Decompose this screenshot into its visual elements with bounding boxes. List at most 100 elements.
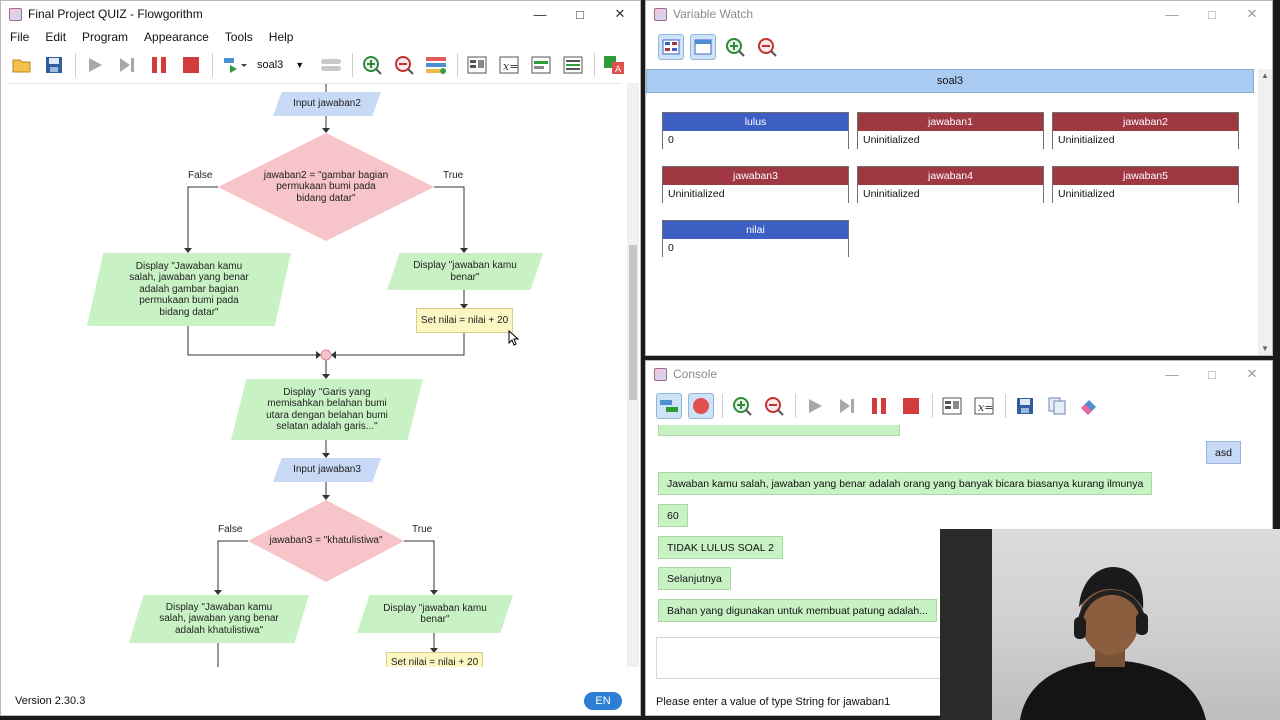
display-right-answer-3[interactable]: Display "jawaban kamu benar": [357, 595, 513, 633]
close-icon[interactable]: ✕: [1246, 6, 1258, 21]
zoom-in-icon[interactable]: [359, 52, 385, 78]
maximize-icon[interactable]: □: [576, 6, 584, 22]
decision-jawaban2-text: jawaban2 = "gambar bagian permukaan bumi…: [263, 169, 389, 204]
toolbar-separator: [795, 394, 796, 418]
stop-icon[interactable]: [178, 52, 204, 78]
main-window: Final Project QUIZ - Flowgorithm — □ ✕ F…: [0, 0, 641, 716]
watch-detail-view-icon[interactable]: [658, 34, 684, 60]
language-badge[interactable]: EN: [584, 692, 622, 710]
scroll-up-icon[interactable]: ▲: [1261, 71, 1269, 80]
step-icon[interactable]: [834, 393, 860, 419]
false-label: False: [218, 524, 243, 535]
display-wrong-answer-3-text: Display "Jawaban kamu salah, jawaban yan…: [159, 601, 279, 636]
stop-icon[interactable]: [898, 393, 924, 419]
menu-edit[interactable]: Edit: [45, 30, 67, 44]
function-select[interactable]: soal3: [257, 59, 284, 71]
input-jawaban2[interactable]: Input jawaban2: [273, 92, 381, 116]
true-label: True: [443, 170, 464, 181]
menu-file[interactable]: File: [10, 30, 30, 44]
minimize-icon[interactable]: —: [533, 6, 547, 22]
main-toolbar: soal3 ▼ x= A: [1, 47, 640, 83]
decision-jawaban3-text: jawaban3 = "khatulistiwa": [269, 535, 383, 547]
close-icon[interactable]: ✕: [614, 6, 626, 21]
version-label: Version 2.30.3: [15, 695, 86, 707]
variable-value: Uninitialized: [1053, 185, 1238, 203]
flowchart-canvas[interactable]: Input jawaban2 jawaban2 = "gambar bagian…: [7, 83, 621, 667]
menu-help[interactable]: Help: [268, 30, 294, 44]
save-icon[interactable]: [41, 52, 67, 78]
variable-name: jawaban3: [663, 167, 848, 185]
display-right-answer-2[interactable]: Display "jawaban kamu benar": [387, 253, 543, 290]
variable-x-icon[interactable]: x=: [971, 393, 997, 419]
svg-text:x=: x=: [978, 401, 993, 414]
zoom-in-icon[interactable]: [729, 393, 755, 419]
set-nilai-2[interactable]: Set nilai = nilai + 20: [416, 308, 513, 333]
flowgorithm-app-icon: [654, 367, 667, 381]
eraser-icon[interactable]: [1076, 393, 1102, 419]
variable-value: 0: [663, 239, 848, 257]
toolbar-separator: [212, 53, 213, 77]
variable-watch-title: Variable Watch: [673, 7, 754, 21]
console-icon[interactable]: [528, 52, 554, 78]
maximize-icon[interactable]: □: [1208, 6, 1216, 22]
menu-program[interactable]: Program: [82, 30, 129, 44]
variable-card-nilai: nilai 0: [662, 220, 849, 257]
menu-bar: File Edit Program Appearance Tools Help: [1, 27, 640, 47]
console-title: Console: [673, 367, 718, 381]
minimize-icon[interactable]: —: [1165, 6, 1179, 22]
minimize-icon[interactable]: —: [1165, 366, 1179, 382]
display-right-answer-3-text: Display "jawaban kamu benar": [383, 602, 487, 626]
watch-window-view-icon[interactable]: [690, 34, 716, 60]
variable-watch-icon[interactable]: [464, 52, 490, 78]
zoom-in-icon[interactable]: [722, 34, 748, 60]
chat-view-icon[interactable]: [656, 393, 682, 419]
record-icon[interactable]: [688, 393, 714, 419]
variable-card-jawaban1: jawaban1 Uninitialized: [857, 112, 1044, 149]
pause-icon[interactable]: [866, 393, 892, 419]
webcam-door: [940, 529, 992, 720]
pause-icon[interactable]: [146, 52, 172, 78]
menu-tools[interactable]: Tools: [224, 30, 253, 44]
save-icon[interactable]: [1012, 393, 1038, 419]
variable-x-icon[interactable]: x=: [496, 52, 522, 78]
flowgorithm-app-icon: [654, 7, 667, 21]
chart-window-icon[interactable]: [560, 52, 586, 78]
variable-name: jawaban1: [858, 113, 1043, 131]
variable-name: jawaban5: [1053, 167, 1238, 185]
run-icon[interactable]: [82, 52, 108, 78]
display-wrong-answer-2[interactable]: Display "Jawaban kamu salah, jawaban yan…: [87, 253, 291, 326]
maximize-icon[interactable]: □: [1208, 366, 1216, 382]
flowchart-scrollbar-thumb[interactable]: [629, 245, 637, 400]
variable-card-jawaban4: jawaban4 Uninitialized: [857, 166, 1044, 203]
svg-text:A: A: [615, 65, 622, 75]
zoom-out-icon[interactable]: [754, 34, 780, 60]
toolbar-separator: [75, 53, 76, 77]
step-icon[interactable]: [114, 52, 140, 78]
zoom-out-icon[interactable]: [391, 52, 417, 78]
chevron-down-icon[interactable]: ▼: [295, 60, 305, 70]
display-question-3-text: Display "Garis yang memisahkan belahan b…: [266, 386, 388, 433]
display-wrong-answer-3[interactable]: Display "Jawaban kamu salah, jawaban yan…: [129, 595, 309, 643]
flowchart-scrollbar[interactable]: [627, 83, 639, 667]
function-icon[interactable]: [219, 52, 251, 78]
run-icon[interactable]: [802, 393, 828, 419]
false-label: False: [188, 170, 213, 181]
zoom-out-icon[interactable]: [761, 393, 787, 419]
function-manager-icon[interactable]: [318, 52, 344, 78]
watch-scrollbar[interactable]: ▲ ▼: [1258, 69, 1272, 355]
translate-icon[interactable]: A: [601, 52, 627, 78]
menu-appearance[interactable]: Appearance: [144, 30, 209, 44]
input-jawaban3[interactable]: Input jawaban3: [273, 458, 381, 482]
display-question-3[interactable]: Display "Garis yang memisahkan belahan b…: [231, 379, 423, 440]
webcam-overlay: [940, 529, 1280, 720]
close-icon[interactable]: ✕: [1246, 366, 1258, 381]
scroll-down-icon[interactable]: ▼: [1261, 344, 1269, 353]
copy-icon[interactable]: [1044, 393, 1070, 419]
set-nilai-3[interactable]: Set nilai = nilai + 20: [386, 652, 483, 667]
layout-windows-icon[interactable]: [423, 52, 449, 78]
open-folder-icon[interactable]: [9, 52, 35, 78]
true-label: True: [412, 524, 433, 535]
variable-watch-icon[interactable]: [939, 393, 965, 419]
flowgorithm-app-icon: [9, 7, 22, 21]
toolbar-separator: [457, 53, 459, 77]
